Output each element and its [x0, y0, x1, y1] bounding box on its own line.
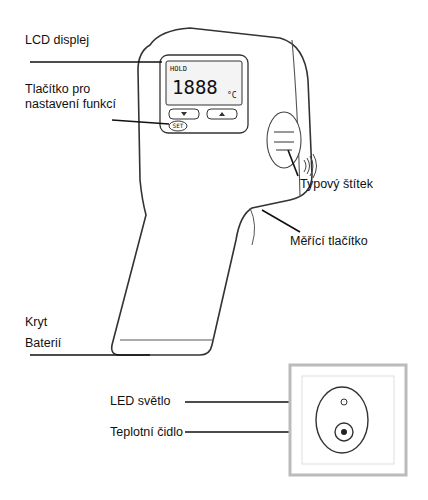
battery-cover-seam — [120, 340, 214, 341]
plate-marks — [274, 132, 294, 150]
set-button — [169, 121, 187, 131]
part-label: Kryt — [25, 315, 47, 330]
inset-inner — [302, 376, 394, 464]
part-label: Typový štítek — [300, 177, 373, 192]
type-plate — [267, 112, 301, 168]
sensor-core — [341, 429, 347, 435]
trigger — [250, 208, 255, 245]
part-label: LED světlo — [110, 394, 170, 409]
display-unit: °C — [227, 92, 237, 100]
down-button — [169, 109, 199, 119]
led-light — [341, 399, 347, 405]
inset-frame — [290, 365, 406, 475]
part-label: Baterií — [25, 336, 61, 351]
display-indicator: HOLD — [170, 66, 187, 73]
button-text: SET — [173, 123, 184, 129]
down-triangle — [181, 112, 187, 116]
housing — [112, 28, 312, 355]
part-label: Tlačítko pro nastavení funkcí — [25, 82, 137, 112]
up-button — [207, 109, 237, 119]
display-panel — [160, 55, 248, 133]
temperature-sensor — [335, 423, 353, 441]
speaker-grille — [304, 154, 317, 178]
part-label: LCD displej — [25, 33, 89, 48]
up-triangle — [219, 112, 225, 116]
part-label: Měřící tlačítko — [290, 234, 368, 249]
part-label: Teplotní čidlo — [110, 425, 183, 440]
display-digits: 1888 — [172, 78, 218, 97]
sensor-face — [316, 387, 368, 453]
lcd-screen — [166, 61, 242, 105]
